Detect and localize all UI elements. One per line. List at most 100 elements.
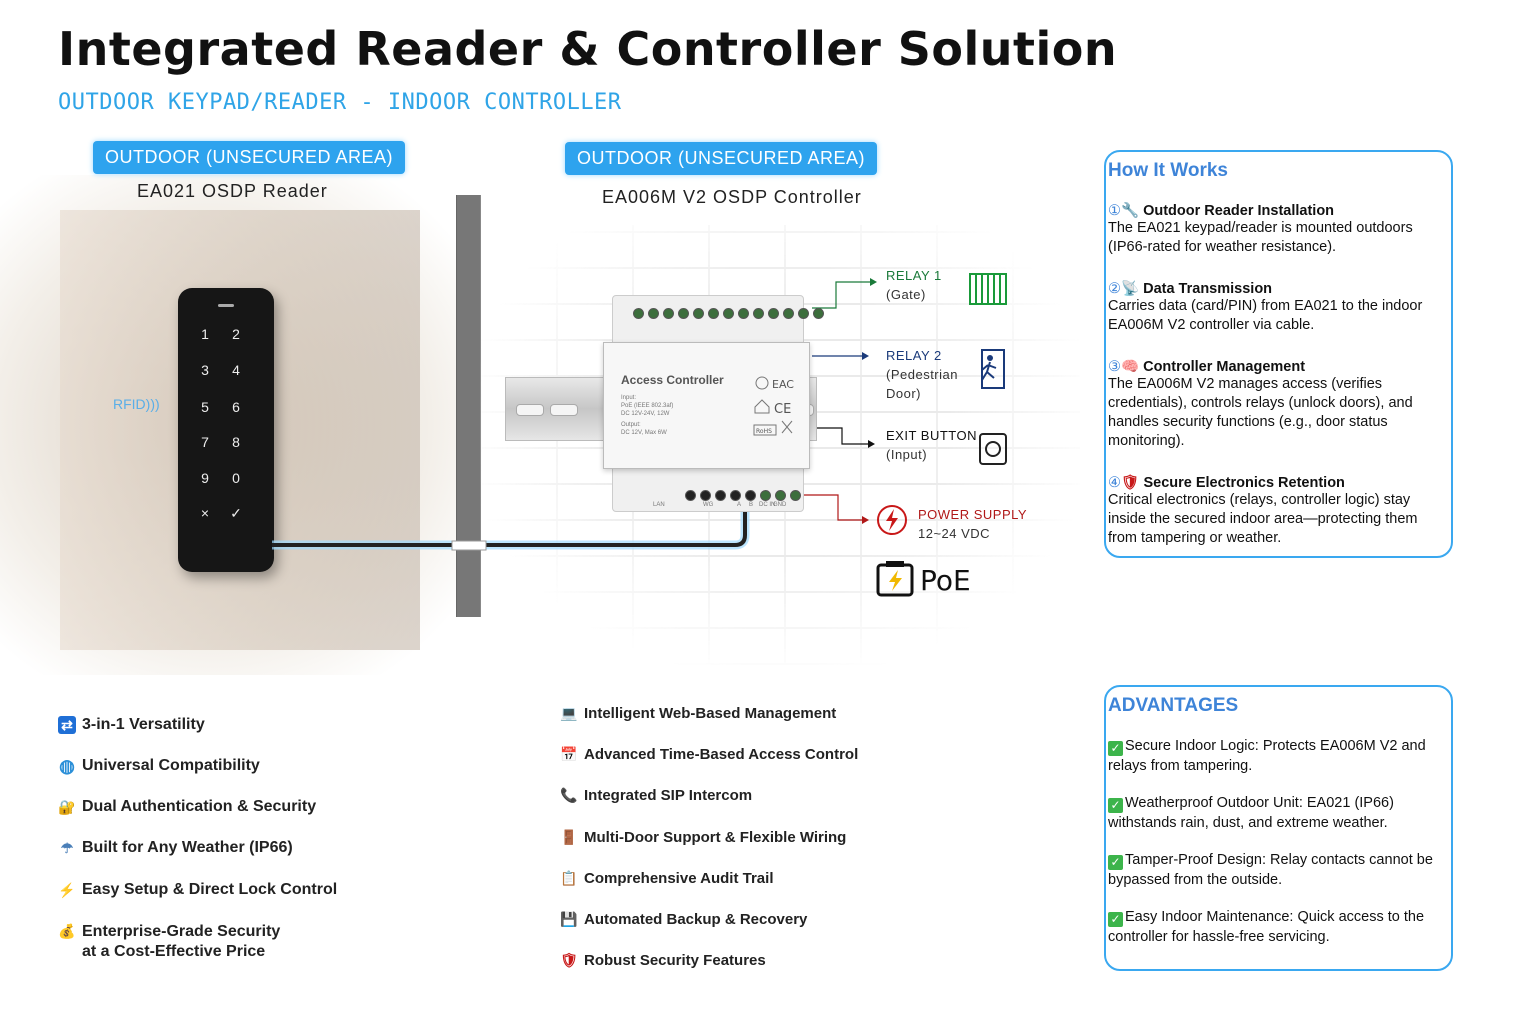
key-confirm: ✓ bbox=[230, 505, 242, 521]
svg-text:EAC: EAC bbox=[772, 378, 794, 391]
port-label-a: A bbox=[737, 502, 742, 508]
feature-authentication: 🔐Dual Authentication & Security bbox=[58, 798, 317, 815]
lock-key-icon: 🔐 bbox=[58, 798, 76, 815]
laptop-icon: 💻 bbox=[560, 704, 578, 721]
feature-audit-trail: 📋Comprehensive Audit Trail bbox=[560, 869, 774, 887]
certification-marks-icon: EAC CE RoHS bbox=[753, 376, 794, 436]
ea021-reader-device: 1 2 3 4 5 6 7 8 9 0 × ✓ bbox=[178, 288, 274, 572]
satellite-icon: 📡 bbox=[1121, 281, 1140, 297]
shield-icon: 🛡 bbox=[1121, 475, 1140, 491]
feature-compatibility: ◍Universal Compatibility bbox=[59, 755, 260, 776]
relay2-arrow bbox=[862, 352, 869, 360]
feature-time-access: 📅Advanced Time-Based Access Control bbox=[560, 745, 859, 763]
key-4: 4 bbox=[232, 362, 240, 378]
advantages-panel: ADVANTAGES ✓Secure Indoor Logic: Protect… bbox=[1104, 685, 1453, 971]
controller-output-line: DC 12V, Max 6W bbox=[621, 430, 667, 436]
outdoor-area-label-left: OUTDOOR (UNSECURED AREA) bbox=[93, 141, 406, 174]
feature-sip-intercom: 📞Integrated SIP Intercom bbox=[560, 786, 753, 804]
checkmark-icon: ✓ bbox=[1108, 798, 1123, 813]
globe-icon: ◍ bbox=[59, 755, 75, 776]
controller-title: Access Controller bbox=[621, 373, 724, 387]
step-1: ①🔧 Outdoor Reader Installation The EA021… bbox=[1108, 203, 1413, 255]
floppy-disk-icon: 💾 bbox=[560, 910, 578, 927]
how-it-works-title: How It Works bbox=[1108, 160, 1228, 181]
key-8: 8 bbox=[232, 434, 240, 450]
key-0: 0 bbox=[232, 470, 240, 486]
svg-text:CE: CE bbox=[774, 402, 791, 417]
port-label-gnd: GND bbox=[773, 502, 787, 508]
feature-multi-door: 🚪Multi-Door Support & Flexible Wiring bbox=[560, 828, 847, 846]
key-3: 3 bbox=[201, 362, 209, 378]
relay1-arrow bbox=[870, 278, 877, 286]
feature-backup: 💾Automated Backup & Recovery bbox=[560, 910, 808, 928]
relay1-wire bbox=[812, 281, 870, 309]
step-4: ④🛡 Secure Electronics Retention Critical… bbox=[1108, 475, 1418, 546]
outdoor-area-label-right: OUTDOOR (UNSECURED AREA) bbox=[565, 142, 878, 175]
power-wire bbox=[800, 494, 862, 521]
how-it-works-panel: How It Works ①🔧 Outdoor Reader Installat… bbox=[1104, 150, 1453, 558]
phone-icon: 📞 bbox=[560, 786, 578, 803]
cable-connector bbox=[451, 540, 487, 551]
pedestrian-door-icon bbox=[981, 349, 1005, 389]
advantages-title: ADVANTAGES bbox=[1108, 695, 1239, 716]
power-supply-label: POWER SUPPLY 12~24 VDC bbox=[918, 507, 1028, 541]
controller-output-label: Output: bbox=[621, 422, 641, 428]
port-label-wg: WG bbox=[703, 502, 714, 508]
clipboard-icon: 📋 bbox=[560, 869, 578, 886]
weather-icon: ☂ bbox=[60, 839, 74, 856]
page-subtitle: OUTDOOR KEYPAD/READER - INDOOR CONTROLLE… bbox=[58, 90, 622, 115]
port-label-lan: LAN bbox=[653, 502, 665, 508]
port-label-dcin: DC IN bbox=[759, 502, 776, 508]
exit-button-icon bbox=[979, 433, 1007, 465]
checkmark-icon: ✓ bbox=[1108, 741, 1123, 756]
top-terminal-block bbox=[633, 308, 824, 319]
relay1-label: RELAY 1 (Gate) bbox=[886, 268, 942, 302]
feature-versatility: ⇄3-in-1 Versatility bbox=[58, 716, 205, 734]
relay2-label: RELAY 2 (Pedestrian Door) bbox=[886, 348, 958, 401]
exit-button-arrow bbox=[868, 440, 875, 448]
checkmark-icon: ✓ bbox=[1108, 855, 1123, 870]
svg-text:RoHS: RoHS bbox=[756, 428, 772, 435]
poe-icon bbox=[876, 561, 914, 597]
exit-button-wire bbox=[812, 427, 868, 445]
door-icon: 🚪 bbox=[560, 828, 578, 845]
feature-weather: ☂Built for Any Weather (IP66) bbox=[58, 839, 293, 857]
controller-input-line1: PoE (IEEE 802.3af) bbox=[621, 403, 674, 409]
advantage-item: ✓Tamper-Proof Design: Relay contacts can… bbox=[1108, 852, 1433, 888]
advantage-item: ✓Weatherproof Outdoor Unit: EA021 (IP66)… bbox=[1108, 795, 1394, 831]
key-cancel: × bbox=[200, 505, 210, 521]
gate-icon bbox=[969, 273, 1007, 305]
exit-button-label: EXIT BUTTON (Input) bbox=[886, 428, 977, 462]
controller-input-label: Input: bbox=[621, 395, 637, 401]
step-3: ③🧠 Controller Management The EA006M V2 m… bbox=[1108, 359, 1413, 449]
brain-icon: 🧠 bbox=[1121, 359, 1140, 375]
feature-easy-setup: ⚡Easy Setup & Direct Lock Control bbox=[58, 881, 338, 898]
page-title: Integrated Reader & Controller Solution bbox=[58, 22, 1118, 76]
feature-security: 🛡Robust Security Features bbox=[560, 951, 766, 969]
money-bag-icon: 💰 bbox=[58, 922, 76, 939]
lightning-icon bbox=[877, 505, 907, 535]
key-7: 7 bbox=[201, 434, 209, 450]
bottom-terminal-block bbox=[685, 490, 801, 501]
controller-input-line2: DC 12V-24V, 12W bbox=[621, 411, 670, 417]
port-label-b: B bbox=[749, 502, 754, 508]
reader-led bbox=[218, 304, 234, 307]
shield-icon: 🛡 bbox=[560, 951, 578, 968]
cable-line bbox=[272, 502, 747, 547]
controller-front-panel: Access Controller Input: PoE (IEEE 802.3… bbox=[603, 342, 810, 469]
wrench-icon: 🔧 bbox=[1121, 203, 1140, 219]
advantage-item: ✓Secure Indoor Logic: Protects EA006M V2… bbox=[1108, 738, 1426, 774]
checkmark-icon: ✓ bbox=[1108, 912, 1123, 927]
power-arrow bbox=[862, 516, 869, 524]
key-6: 6 bbox=[232, 399, 240, 415]
reader-device-name: EA021 OSDP Reader bbox=[137, 181, 328, 201]
key-9: 9 bbox=[201, 470, 209, 486]
key-1: 1 bbox=[201, 326, 209, 342]
feature-web-management: 💻Intelligent Web-Based Management bbox=[560, 704, 837, 722]
shuffle-icon: ⇄ bbox=[58, 716, 76, 734]
rfid-label: RFID))) bbox=[113, 396, 160, 412]
step-2: ②📡 Data Transmission Carries data (card/… bbox=[1108, 281, 1423, 333]
advantage-item: ✓Easy Indoor Maintenance: Quick access t… bbox=[1108, 909, 1425, 945]
